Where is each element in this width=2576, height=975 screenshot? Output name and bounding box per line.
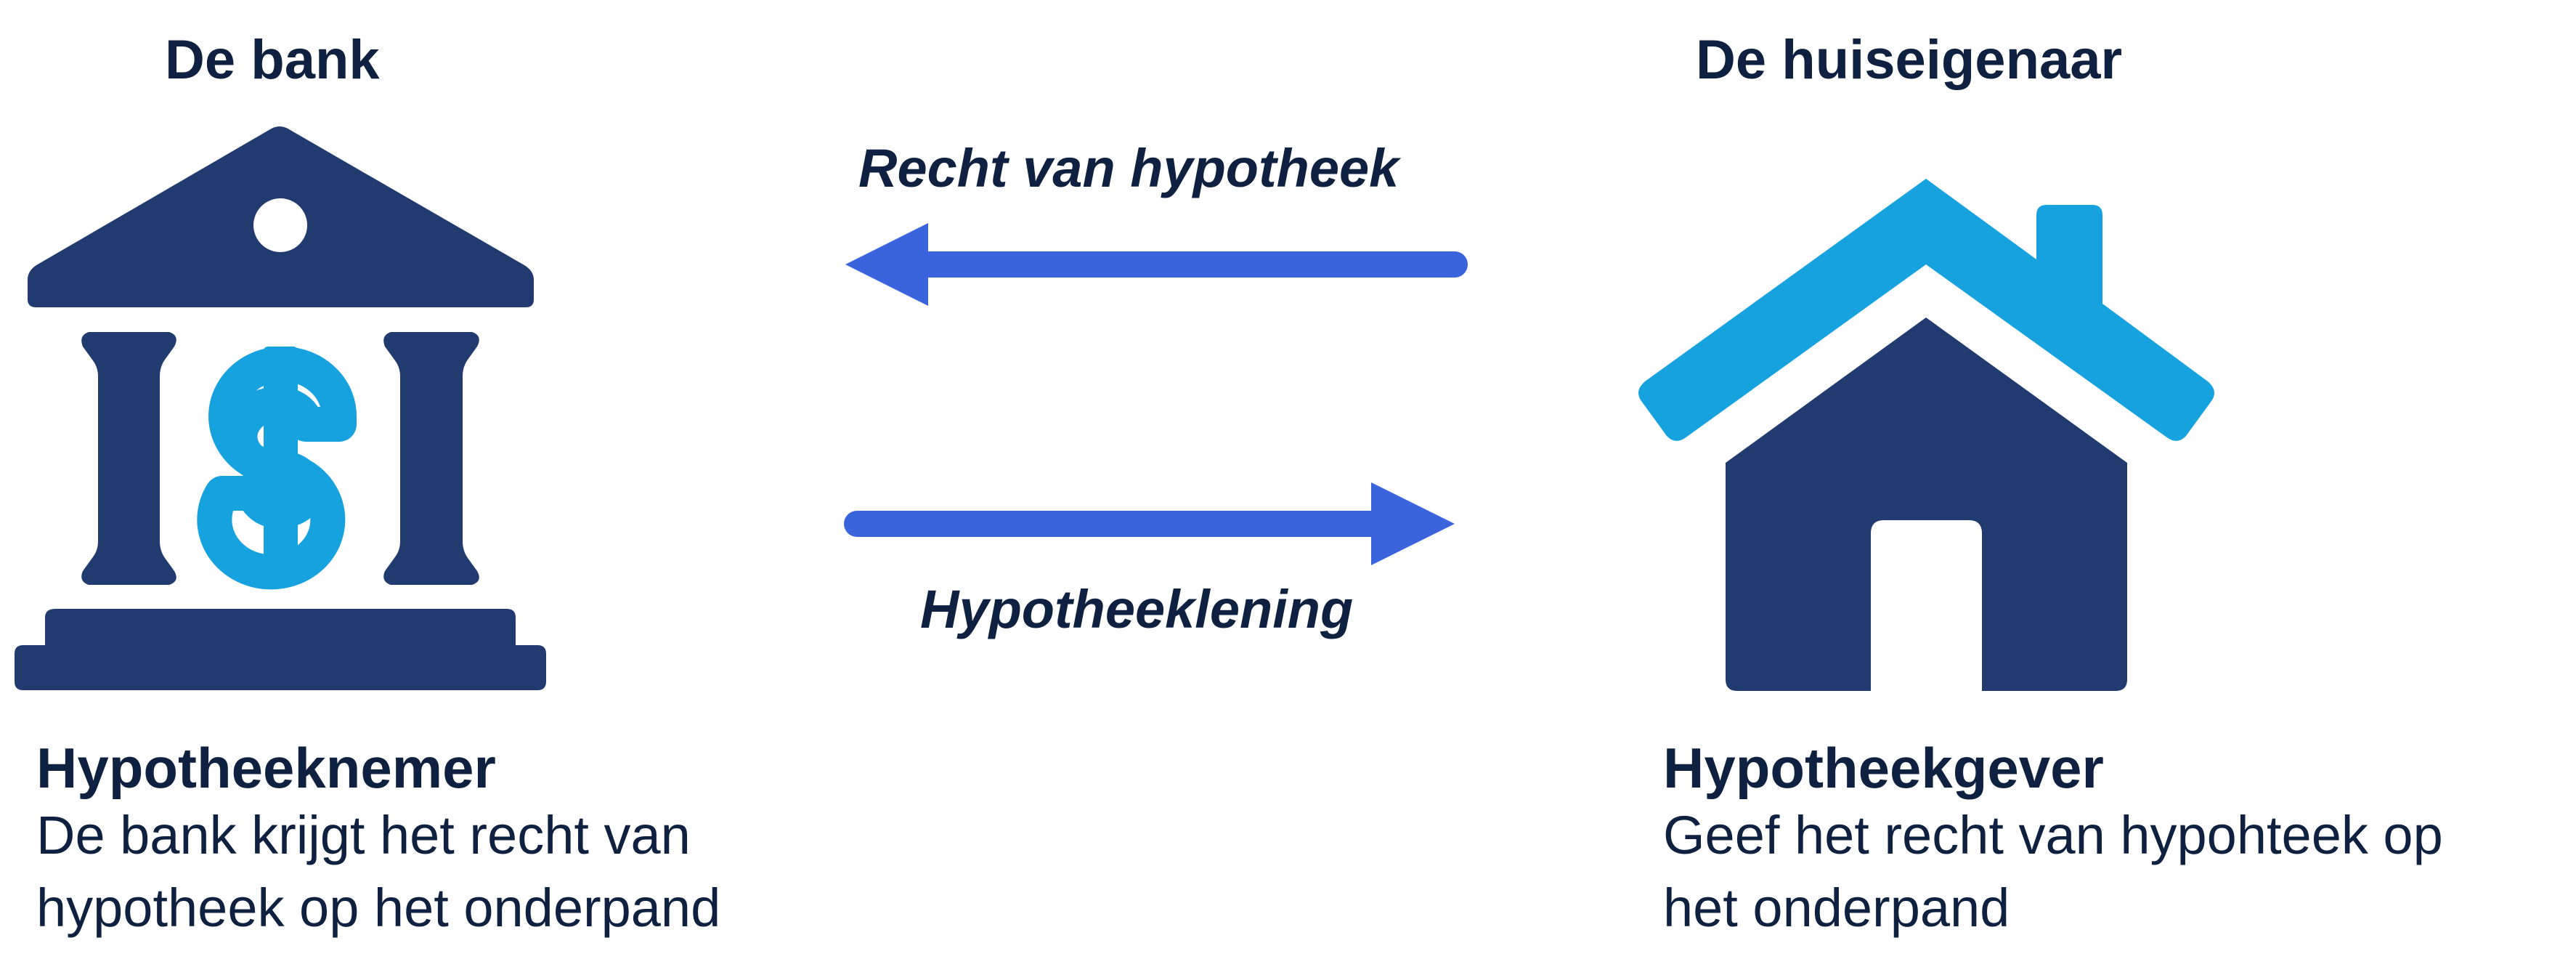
arrow-right-hypotheeklening bbox=[844, 482, 1455, 565]
bank-roof-window bbox=[253, 198, 307, 252]
bank-base bbox=[15, 609, 546, 690]
homeowner-description: Geef het recht van hypohteek op het onde… bbox=[1663, 799, 2443, 944]
bank-icon bbox=[15, 126, 546, 690]
homeowner-heading: De huiseigenaar bbox=[1696, 29, 2123, 91]
house-roof bbox=[1638, 179, 2214, 441]
homeowner-description-line: het onderpand bbox=[1663, 878, 2010, 938]
homeowner-description-line: Geef het recht van hypohteek op bbox=[1663, 805, 2443, 865]
homeowner-role: Hypotheekgever bbox=[1663, 736, 2104, 800]
house-icon bbox=[1638, 179, 2214, 691]
bank-column-right bbox=[383, 332, 479, 585]
house-body bbox=[1726, 317, 2127, 691]
bank-role: Hypotheeknemer bbox=[36, 736, 496, 800]
bank-description-line: De bank krijgt het recht van bbox=[36, 805, 691, 865]
bottom-arrow-label: Hypotheeklening bbox=[920, 579, 1354, 639]
top-arrow-label: Recht van hypotheek bbox=[858, 138, 1399, 198]
bank-heading: De bank bbox=[165, 29, 380, 91]
bank-column-left bbox=[81, 332, 176, 585]
bank-description: De bank krijgt het recht van hypotheek o… bbox=[36, 799, 720, 944]
dollar-icon bbox=[197, 347, 357, 590]
bank-description-line: hypotheek op het onderpand bbox=[36, 878, 721, 938]
arrow-left-recht-van-hypotheek bbox=[845, 223, 1468, 306]
